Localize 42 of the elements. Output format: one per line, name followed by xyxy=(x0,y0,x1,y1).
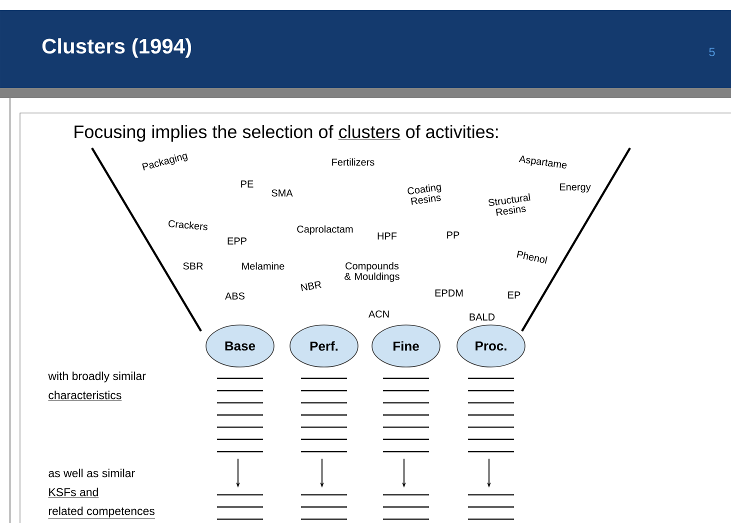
line-stack xyxy=(383,378,429,452)
cluster-oval: Fine xyxy=(372,324,440,368)
activity-label: ACN xyxy=(368,310,389,318)
slide-title: Clusters (1994) xyxy=(42,38,192,58)
activity-label: Aspartame xyxy=(518,156,567,168)
line-stack xyxy=(217,494,263,520)
side-note: KSFs and xyxy=(48,488,99,498)
line-stack xyxy=(217,378,263,452)
activity-label: PE xyxy=(241,180,254,188)
activity-label: SBR xyxy=(183,262,203,270)
activity-label: ABS xyxy=(225,292,245,300)
activity-label: BALD xyxy=(470,314,495,320)
activity-label: HPF xyxy=(378,232,397,240)
activity-label: EPP xyxy=(228,238,246,244)
cluster-oval: Proc. xyxy=(456,324,526,368)
line-stack xyxy=(468,378,514,452)
line-stack xyxy=(301,378,347,452)
cluster-oval: Perf. xyxy=(290,324,358,368)
activity-label: Coating Resins xyxy=(408,184,442,205)
activity-label: Structural Resins xyxy=(488,193,530,216)
activity-label: EPDM xyxy=(435,290,463,296)
side-note: related competences xyxy=(48,506,156,519)
activity-label: Crackers xyxy=(168,220,208,230)
line-stack xyxy=(468,494,514,520)
side-note: with broadly similar xyxy=(48,372,146,382)
heading: Focusing implies the selection of clusters of activities: xyxy=(74,124,498,142)
activity-label: Energy xyxy=(560,184,591,192)
activity-label: NBR xyxy=(300,281,322,292)
activity-label: EP xyxy=(508,292,520,298)
activity-label: Melamine xyxy=(242,262,284,270)
side-note: as well as similar xyxy=(48,468,135,478)
activity-label: Fertilizers xyxy=(332,158,374,166)
cluster-oval: Base xyxy=(206,324,274,368)
activity-label: Phenol xyxy=(516,250,548,264)
page-number: 5 xyxy=(709,48,715,56)
activity-label: Compounds & Mouldings xyxy=(344,262,400,282)
line-stack xyxy=(301,494,347,520)
activity-label: PP xyxy=(447,232,460,238)
line-stack xyxy=(383,494,429,520)
side-note: characteristics xyxy=(48,390,122,401)
activity-label: Caprolactam xyxy=(297,225,353,235)
activity-label: SMA xyxy=(272,189,293,197)
